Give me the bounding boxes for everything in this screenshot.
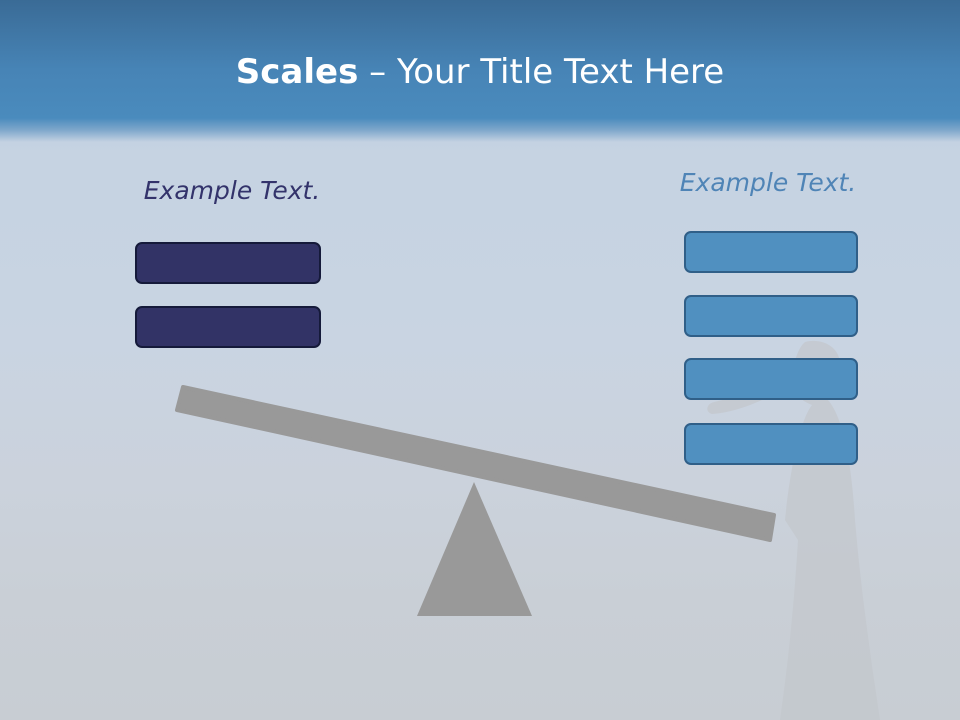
title-rest: – Your Title Text Here (358, 52, 725, 92)
right-label: Example Text. (679, 168, 857, 197)
right-box-3 (684, 358, 858, 400)
slide-title: Scales – Your Title Text Here (0, 52, 960, 92)
right-box-1 (684, 231, 858, 273)
scale-beam (175, 385, 776, 542)
right-box-4 (684, 423, 858, 465)
title-band (0, 0, 960, 150)
right-box-2 (684, 295, 858, 337)
left-label: Example Text. (143, 176, 321, 205)
left-box-2 (135, 306, 321, 348)
scale-fulcrum (417, 482, 532, 616)
title-bold: Scales (235, 52, 359, 92)
left-box-1 (135, 242, 321, 284)
